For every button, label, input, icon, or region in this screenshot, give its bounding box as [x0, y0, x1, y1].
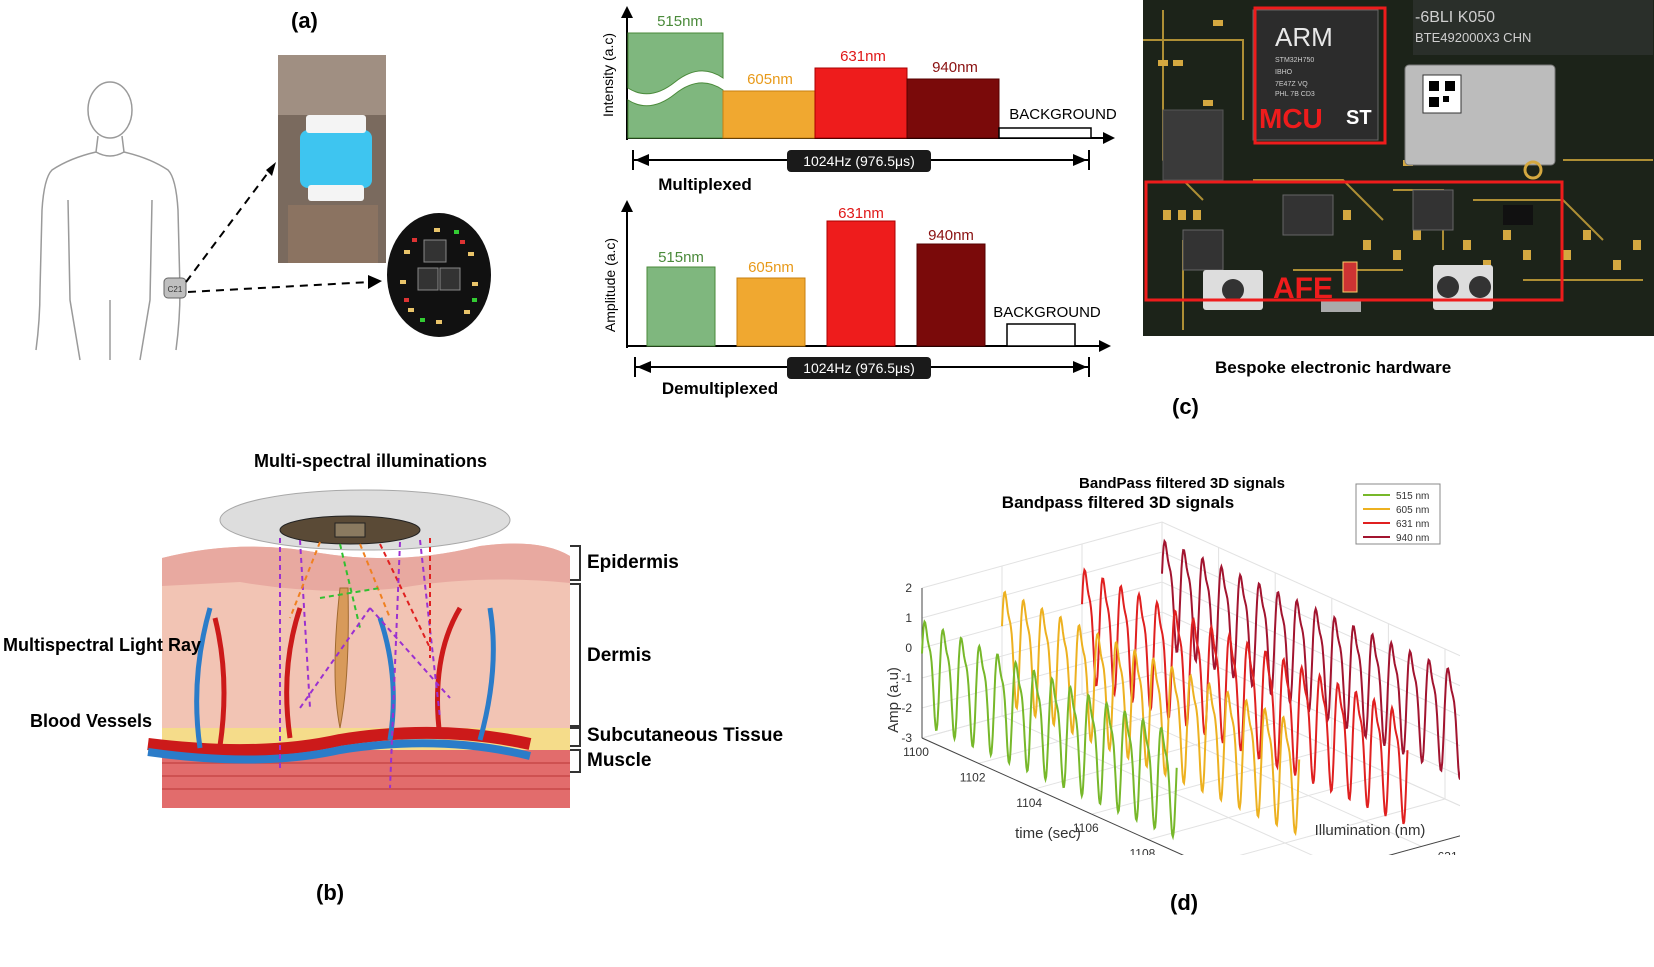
chart-overlay-title: Bandpass filtered 3D signals — [1002, 493, 1234, 512]
label-light-ray: Multispectral Light Ray — [3, 635, 202, 655]
x-tick-label: 1106 — [1073, 821, 1099, 835]
panel-a-graphic: C21 — [35, 81, 382, 361]
x-axis-line — [921, 737, 1184, 855]
wristband-device — [300, 130, 372, 188]
bandpass-3d-chart: BandPass filtered 3D signals Bandpass fi… — [885, 475, 1460, 855]
arrow-to-wrist-photo — [185, 169, 271, 283]
afe-text: AFE — [1273, 272, 1333, 305]
arm-text: ARM — [1275, 22, 1333, 52]
sensor-board-photo — [387, 213, 491, 337]
series-line-940 — [1161, 538, 1460, 780]
series-line-515 — [921, 619, 1178, 841]
human-outline — [35, 81, 181, 361]
y-tick-label: 1 — [905, 611, 912, 625]
legend-label: 605 nm — [1396, 505, 1429, 516]
afe-highlight — [1144, 180, 1564, 302]
legend-label: 515 nm — [1396, 491, 1429, 502]
pcb-photo: ARM STM32H750 IBHO 7E47Z VQ PHL 7B CD3 M… — [1143, 0, 1654, 336]
legend-label: 631 nm — [1396, 519, 1429, 530]
demux-631-label: 631nm — [838, 205, 884, 222]
panel-b-label: (b) — [316, 880, 345, 905]
y-tick-label: -2 — [901, 701, 912, 715]
demultiplexed-chart: Amplitude (a.c) 515nm 605nm 631nm 940nm … — [602, 200, 1111, 398]
grid-line — [921, 671, 1460, 807]
stm2-text: IBHO — [1275, 69, 1293, 76]
z-tick-label: 631 — [1438, 849, 1458, 855]
layer-muscle: Muscle — [587, 750, 652, 771]
mux-background-label: BACKGROUND — [1009, 106, 1117, 123]
st-logo-text: ST — [1346, 107, 1372, 129]
demux-605-label: 605nm — [748, 259, 794, 276]
mux-caption: Multiplexed — [658, 175, 752, 194]
mux-940-label: 940nm — [932, 59, 978, 76]
multiplexed-chart: Intensity (a.c) 515nm 605nm 631nm 940nm … — [600, 6, 1117, 194]
demux-background-label: BACKGROUND — [993, 304, 1101, 321]
hardware-caption: Bespoke electronic hardware — [1215, 358, 1452, 377]
mux-515-label: 515nm — [657, 13, 703, 30]
y-tick-label: 0 — [905, 641, 912, 655]
mux-ylabel: Intensity (a.c) — [600, 33, 616, 117]
stm3-text: 7E47Z VQ — [1275, 81, 1308, 88]
stm4-text: PHL 7B CD3 — [1275, 91, 1315, 98]
chart-series — [921, 538, 1460, 841]
mcu-highlight — [1253, 6, 1387, 145]
panel-a-label: (a) — [291, 8, 318, 33]
panel-d-label: (d) — [1170, 890, 1199, 915]
mux-605-label: 605nm — [747, 71, 793, 88]
grid-line — [921, 522, 1163, 739]
mux-631-label: 631nm — [840, 48, 886, 65]
part1-text: -6BLI K050 — [1415, 9, 1495, 26]
demux-ylabel: Amplitude (a.c) — [602, 238, 618, 332]
y-tick-label: -3 — [901, 731, 912, 745]
layer-brackets — [570, 545, 581, 773]
mcu-chip — [1252, 9, 1379, 141]
chart-legend: 515 nm 605 nm 631 nm 940 nm — [1355, 483, 1441, 545]
device-text: C21 — [168, 285, 183, 294]
demux-freq: 1024Hz (976.5μs) — [803, 360, 915, 376]
x-tick-label: 1100 — [903, 745, 929, 759]
demux-940-label: 940nm — [928, 227, 974, 244]
layer-dermis: Dermis — [587, 645, 652, 666]
layer-epidermis: Epidermis — [587, 552, 679, 573]
series-line-605 — [1001, 590, 1301, 837]
wrist-photo — [278, 55, 386, 263]
x-tick-label: 1108 — [1129, 847, 1155, 855]
mux-demux-diagram: Intensity (a.c) 515nm 605nm 631nm 940nm … — [600, 6, 1117, 398]
series-line-631 — [1081, 567, 1409, 825]
chart-title: BandPass filtered 3D signals — [1079, 475, 1285, 492]
chart-xlabel: time (sec) — [1015, 825, 1081, 842]
x-tick-label: 1104 — [1016, 796, 1042, 810]
layer-subcutaneous: Subcutaneous Tissue — [587, 725, 784, 746]
mux-freq: 1024Hz (976.5μs) — [803, 153, 915, 169]
y-tick-label: -1 — [901, 671, 912, 685]
chart-ylabel: Amp (a.u) — [885, 667, 902, 733]
multispectral-title: Multi-spectral illuminations — [254, 451, 488, 471]
part2-text: BTE492000X3 CHN — [1415, 30, 1531, 45]
wrist-device-icon — [163, 277, 187, 299]
mcu-text: MCU — [1259, 103, 1323, 134]
y-tick-label: 2 — [905, 581, 912, 595]
legend-label: 940 nm — [1396, 533, 1429, 544]
demux-515-label: 515nm — [658, 249, 704, 266]
panel-c-label: (c) — [1172, 394, 1199, 419]
skin-cross-section — [147, 489, 570, 808]
x-tick-label: 1102 — [960, 770, 986, 784]
arrow-to-sensor-board — [187, 281, 371, 293]
chart-zlabel: Illumination (nm) — [1315, 822, 1426, 839]
label-blood-vessels: Blood Vessels — [30, 711, 153, 731]
demux-caption: Demultiplexed — [662, 379, 778, 398]
stm-text: STM32H750 — [1275, 57, 1314, 64]
grid-line — [1035, 572, 1276, 790]
